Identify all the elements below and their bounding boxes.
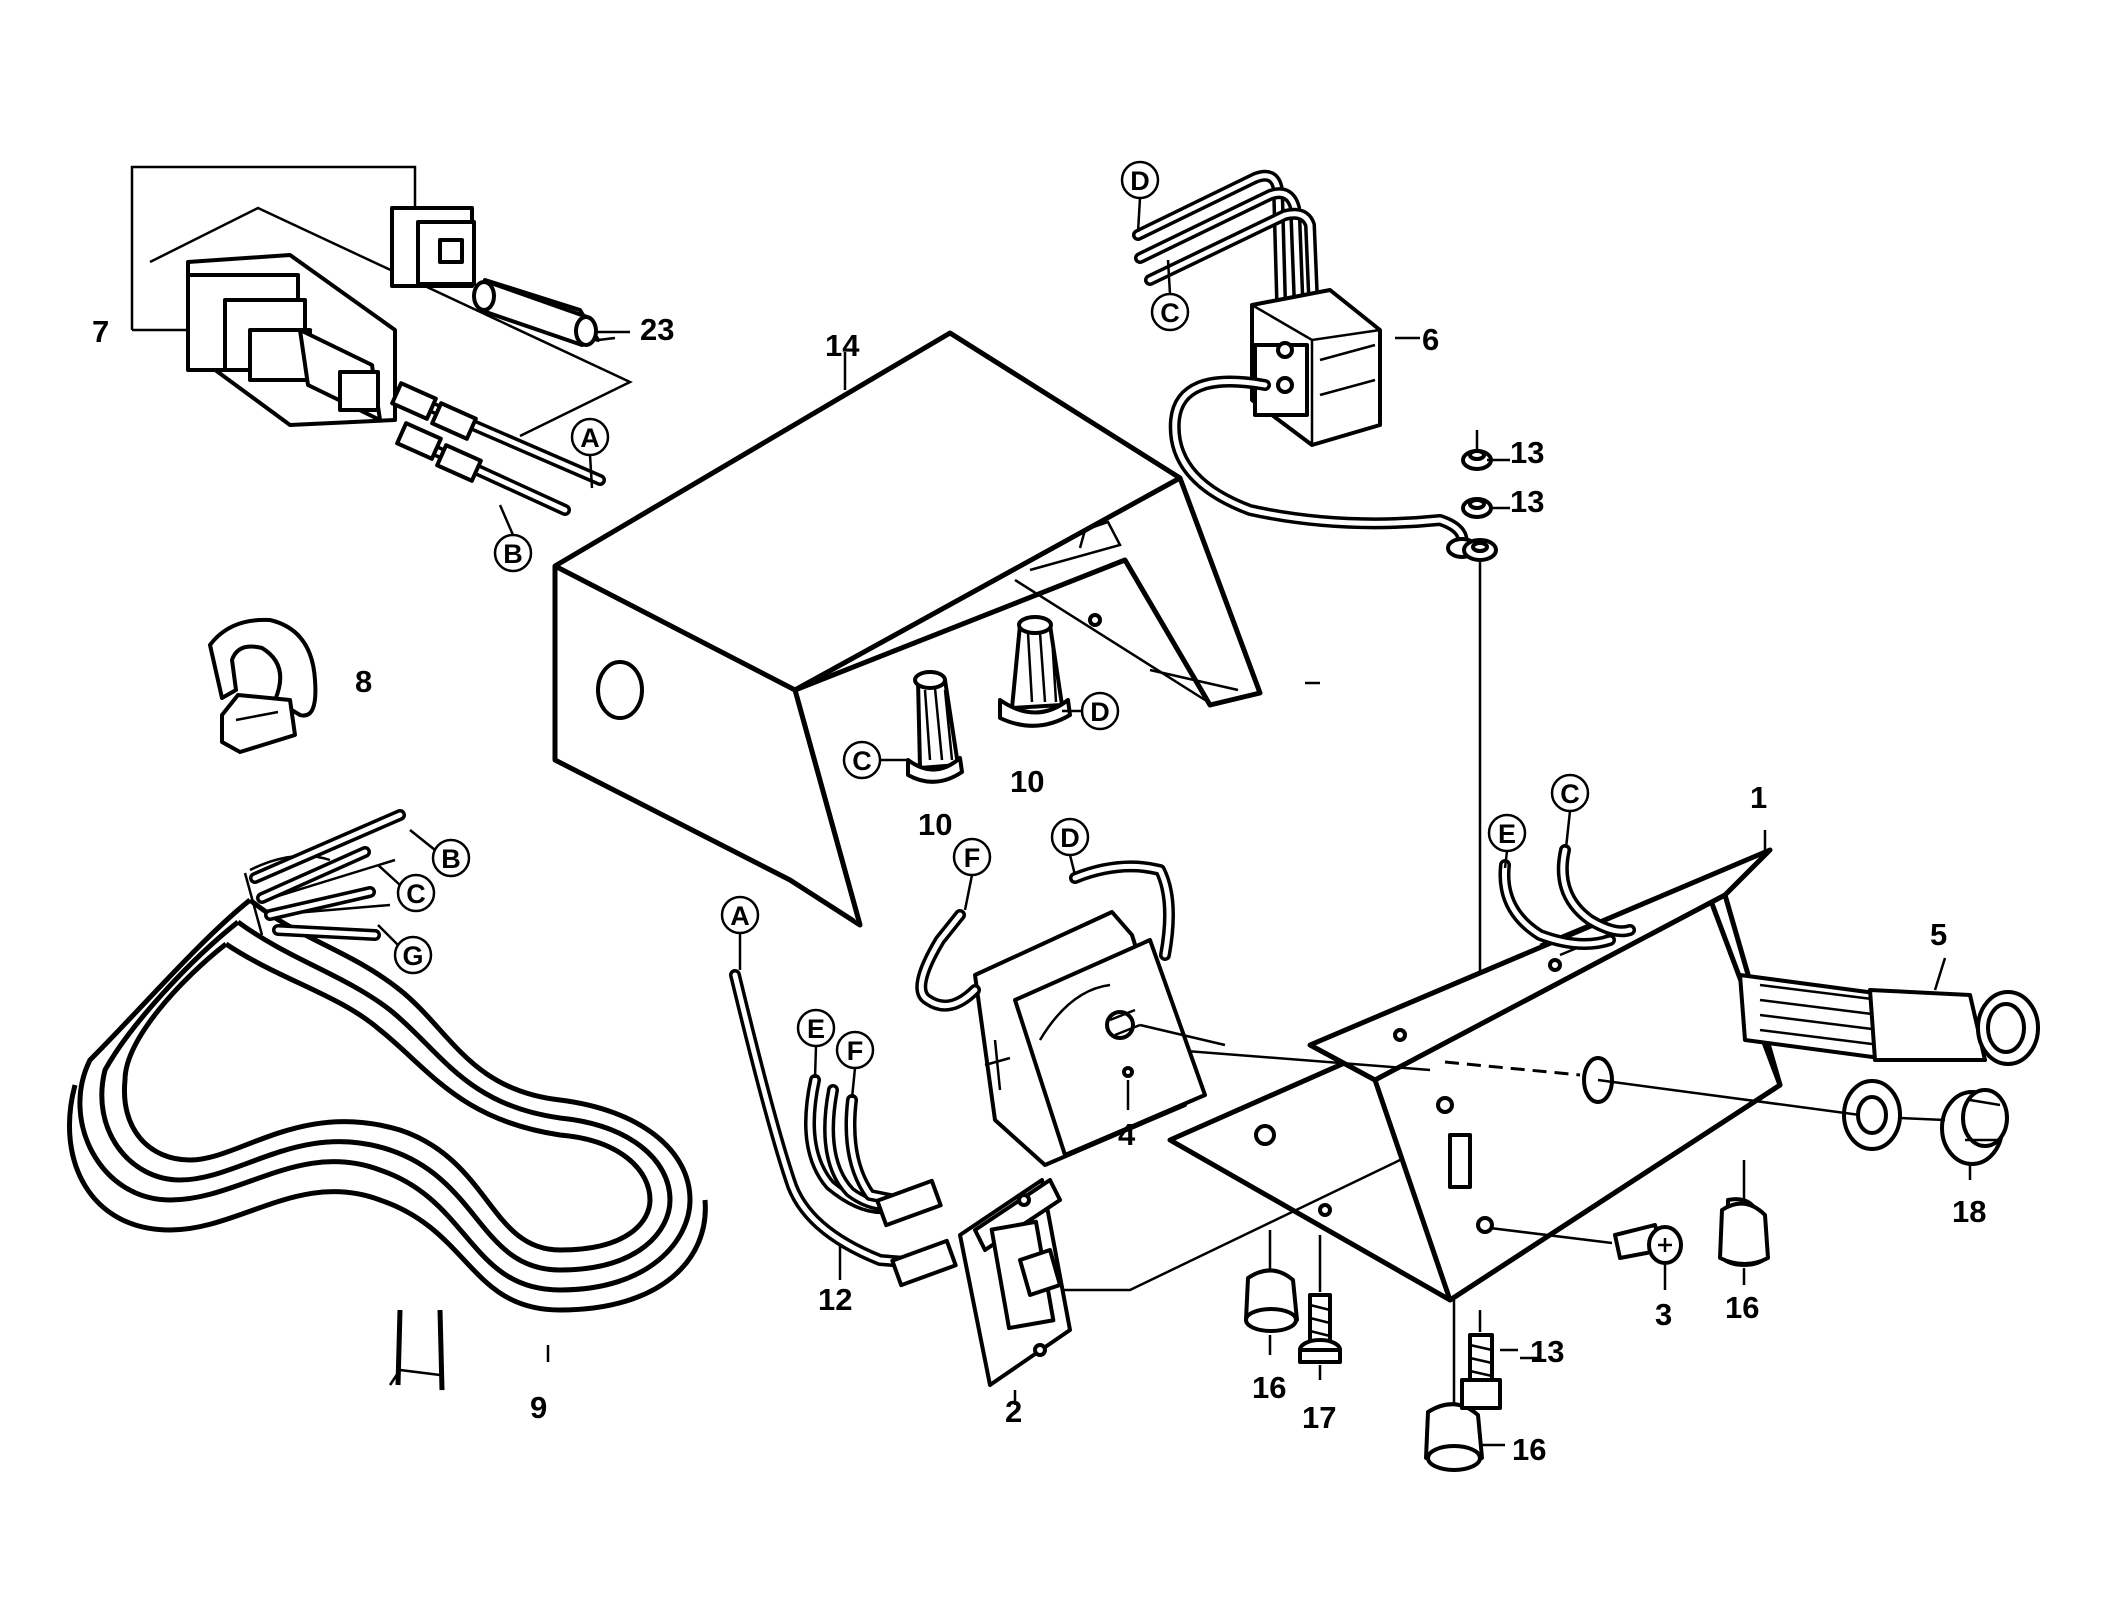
wire-letter-a-top: A — [570, 417, 610, 457]
potentiometer — [915, 860, 1226, 1167]
wire-letter-d-pot: D — [1050, 817, 1090, 857]
wire-letter-c-nut: C — [842, 740, 882, 780]
wire-letter-c-base: C — [1550, 773, 1590, 813]
base-plate — [1060, 847, 1783, 1303]
wire-letter-callouts: A B D C C D B C G A F D E C E F — [393, 160, 1590, 1070]
label-2: 2 — [1005, 1394, 1022, 1429]
label-16-bottom: 16 — [1512, 1432, 1546, 1467]
label-16-right: 16 — [1725, 1290, 1759, 1325]
label-3: 3 — [1655, 1297, 1672, 1332]
svg-text:C: C — [1160, 298, 1180, 328]
wire-letter-b-top: B — [493, 533, 533, 573]
cable-clamp — [208, 617, 318, 754]
screw-17 — [1298, 1235, 1342, 1380]
label-5: 5 — [1930, 917, 1947, 952]
wire-letter-e-lead: E — [796, 1008, 836, 1048]
svg-text:D: D — [1090, 697, 1110, 727]
wire-letter-f-pot: F — [952, 837, 992, 877]
relay — [1132, 169, 1478, 559]
base-wires — [1498, 844, 1636, 950]
label-13-top: 13 — [1510, 435, 1544, 470]
svg-text:B: B — [503, 539, 523, 569]
label-4: 4 — [1118, 1117, 1136, 1152]
toggle-switch — [958, 1178, 1072, 1405]
wire-nut-left — [906, 670, 964, 784]
svg-text:A: A — [730, 901, 750, 931]
label-16-left: 16 — [1252, 1370, 1286, 1405]
screw-13-bottom — [1460, 1310, 1518, 1410]
rubber-foot-left — [1244, 1230, 1299, 1355]
svg-text:E: E — [1498, 819, 1516, 849]
wire-letter-a-lead: A — [720, 895, 760, 935]
label-12: 12 — [818, 1282, 852, 1317]
label-8: 8 — [355, 664, 372, 699]
svg-text:G: G — [402, 941, 423, 971]
label-10-left: 10 — [918, 807, 952, 842]
svg-text:C: C — [406, 879, 426, 909]
svg-text:F: F — [847, 1036, 864, 1066]
wire-letter-f-lead: F — [835, 1030, 875, 1070]
screw-3 — [1489, 1223, 1683, 1290]
label-9: 9 — [530, 1390, 547, 1425]
part-number-labels: 1 2 3 4 5 6 7 8 9 10 10 12 13 13 13 14 1… — [92, 312, 1986, 1467]
indicator-lamp — [1738, 957, 2040, 1066]
label-13-bottom: 13 — [1530, 1334, 1564, 1369]
wire-letter-d-nut: D — [1080, 691, 1120, 731]
wire-letter-leaders — [377, 197, 1572, 1099]
svg-text:D: D — [1130, 166, 1150, 196]
fuse — [472, 280, 630, 347]
power-cord — [66, 809, 708, 1391]
washers-13 — [1461, 430, 1498, 1010]
svg-text:A: A — [580, 423, 600, 453]
leader-lines — [546, 336, 1767, 1447]
wire-letter-e-base: E — [1487, 813, 1527, 853]
wire-letter-b-cord: B — [431, 838, 471, 878]
wire-letter-c-cord: C — [396, 873, 436, 913]
label-23: 23 — [640, 312, 674, 347]
lamp-lens — [1899, 1088, 2009, 1180]
label-6: 6 — [1422, 322, 1439, 357]
svg-text:E: E — [807, 1014, 825, 1044]
svg-text:B: B — [441, 844, 461, 874]
wire-nut-right — [998, 615, 1072, 728]
label-18: 18 — [1952, 1194, 1986, 1229]
svg-text:C: C — [852, 746, 872, 776]
wire-letter-d-relay: D — [1120, 160, 1160, 200]
wire-letter-g-cord: G — [393, 935, 433, 975]
wire-letter-c-relay: C — [1150, 292, 1190, 332]
label-17: 17 — [1302, 1400, 1336, 1435]
label-7: 7 — [92, 314, 109, 349]
label-13-middle: 13 — [1510, 484, 1544, 519]
svg-text:F: F — [964, 843, 981, 873]
cover-housing — [552, 330, 1263, 928]
lamp-nut — [1597, 1078, 1902, 1151]
switch-fuse-assembly — [130, 165, 633, 516]
rubber-foot-right — [1718, 1160, 1770, 1285]
wire-leads — [729, 969, 958, 1288]
label-14: 14 — [825, 328, 860, 363]
rubber-foot-bottom — [1424, 1300, 1484, 1472]
svg-text:C: C — [1560, 779, 1580, 809]
svg-text:D: D — [1060, 823, 1080, 853]
label-10-right: 10 — [1010, 764, 1044, 799]
label-1: 1 — [1750, 780, 1767, 815]
